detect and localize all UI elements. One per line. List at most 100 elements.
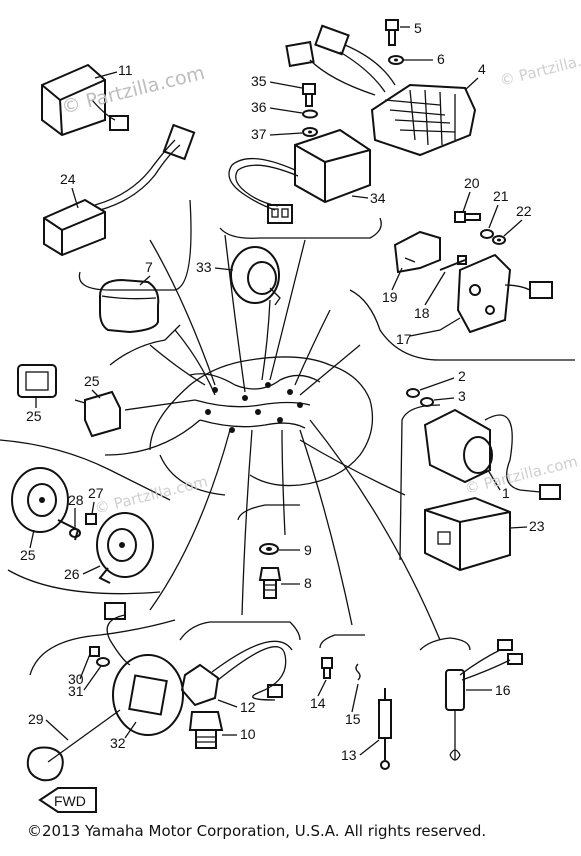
part-3-washer bbox=[420, 397, 434, 407]
callout-13: 13 bbox=[341, 747, 357, 763]
bracket-16 bbox=[419, 637, 471, 651]
part-32-washer bbox=[96, 657, 110, 667]
callout-26: 25 bbox=[20, 547, 36, 563]
callout-25b: 25 bbox=[84, 373, 100, 389]
frame-mid-tube bbox=[194, 399, 311, 408]
part-31-screw bbox=[89, 646, 100, 657]
callout-3: 3 bbox=[458, 388, 466, 404]
part-19-bracket bbox=[393, 230, 441, 274]
callout-6: 6 bbox=[437, 51, 445, 67]
harness-clip bbox=[277, 417, 283, 423]
callout-35: 34 bbox=[370, 190, 386, 206]
part-27-horn bbox=[96, 512, 154, 584]
bracket-1-left bbox=[399, 404, 441, 561]
callout-30: 29 bbox=[28, 711, 44, 727]
callout-12: 12 bbox=[240, 699, 256, 715]
part-37-washer bbox=[302, 109, 318, 119]
harness-clip bbox=[242, 395, 248, 401]
bracket-horn-top bbox=[0, 439, 171, 501]
callout-32: 31 bbox=[68, 683, 84, 699]
bracket-33 bbox=[29, 619, 176, 676]
callout-17: 17 bbox=[396, 331, 412, 347]
part-10-switch bbox=[188, 711, 224, 749]
callout-38: 37 bbox=[251, 126, 267, 142]
callout-19: 19 bbox=[382, 289, 398, 305]
callout-33: 32 bbox=[110, 735, 126, 751]
bracket-24 bbox=[78, 199, 192, 291]
callout-23: 23 bbox=[529, 518, 545, 534]
group-brackets bbox=[0, 199, 575, 676]
harness-clip bbox=[205, 409, 211, 415]
callouts: 5 6 4 11 35 36 37 24 34 20 21 22 7 33 19… bbox=[20, 20, 545, 763]
callout-37: 36 bbox=[251, 99, 267, 115]
part-33-sender bbox=[104, 602, 184, 736]
part-25-relay-b bbox=[74, 390, 121, 438]
part-4-regulator bbox=[285, 24, 477, 157]
part-22-nut bbox=[492, 235, 506, 245]
harness-clip bbox=[255, 409, 261, 415]
part-29-washer bbox=[69, 528, 81, 538]
harness-clip bbox=[297, 402, 303, 408]
part-15-spring bbox=[355, 663, 361, 681]
part-23-unit bbox=[424, 496, 511, 572]
callout-11: 11 bbox=[118, 62, 133, 78]
harness-clip bbox=[287, 389, 293, 395]
bracket-12 bbox=[179, 621, 301, 641]
bracket-7 bbox=[109, 324, 181, 366]
callout-21: 21 bbox=[493, 188, 509, 204]
fwd-label: FWD bbox=[54, 793, 86, 809]
callout-22: 22 bbox=[516, 203, 532, 219]
part-14-bolt bbox=[321, 657, 333, 679]
callout-34: 33 bbox=[196, 259, 212, 275]
callout-24: 24 bbox=[60, 171, 76, 187]
part-28-bolt bbox=[85, 513, 97, 525]
frame-low-tube bbox=[199, 419, 306, 429]
part-1-coil bbox=[423, 408, 561, 500]
bracket-9 bbox=[237, 504, 300, 521]
part-5-bolt bbox=[385, 19, 399, 46]
callout-14: 14 bbox=[310, 695, 326, 711]
frame-outline-left bbox=[159, 454, 226, 496]
callout-36: 35 bbox=[251, 73, 267, 89]
frame-top-tube bbox=[189, 373, 321, 390]
callout-28: 27 bbox=[88, 485, 104, 501]
callout-16: 16 bbox=[495, 682, 511, 698]
frame-outline-right bbox=[149, 356, 374, 487]
part-24-connector bbox=[43, 123, 196, 257]
leader-lines bbox=[104, 234, 441, 641]
copyright-notice: ©2013 Yamaha Motor Corporation, U.S.A. A… bbox=[27, 822, 487, 840]
callout-15: 15 bbox=[345, 711, 361, 727]
harness-clip bbox=[265, 382, 271, 388]
callout-18: 18 bbox=[414, 305, 430, 321]
bracket-15 bbox=[319, 634, 365, 649]
callout-31: 30 bbox=[68, 671, 84, 687]
part-38-nut bbox=[302, 127, 318, 137]
part-13-spring-switch bbox=[378, 688, 392, 770]
callout-10: 10 bbox=[240, 726, 256, 742]
bracket-35 bbox=[219, 217, 382, 239]
callout-29: 28 bbox=[68, 492, 84, 508]
part-35-cdi bbox=[228, 128, 371, 224]
callout-4: 4 bbox=[478, 61, 486, 77]
callout-5: 5 bbox=[414, 20, 422, 36]
part-30-float bbox=[26, 709, 121, 782]
bracket-17 bbox=[349, 289, 575, 361]
part-36-bolt bbox=[302, 83, 316, 107]
bracket-horn-bottom bbox=[7, 569, 161, 595]
part-11-relay bbox=[41, 63, 129, 137]
callout-27: 26 bbox=[64, 566, 80, 582]
part-16-brake-switch bbox=[445, 639, 523, 761]
part-9-washer bbox=[259, 543, 279, 555]
callout-25a: 25 bbox=[26, 408, 42, 424]
part-17-switch bbox=[456, 253, 553, 334]
part-25-relay-a bbox=[17, 364, 57, 398]
part-34-buzzer bbox=[230, 246, 281, 306]
callout-9: 9 bbox=[304, 542, 312, 558]
part-18-screw bbox=[439, 255, 467, 271]
fwd-arrow: FWD bbox=[38, 787, 97, 813]
harness-clip bbox=[229, 427, 235, 433]
part-12-sensor bbox=[180, 640, 293, 707]
callout-1: 1 bbox=[502, 485, 510, 501]
